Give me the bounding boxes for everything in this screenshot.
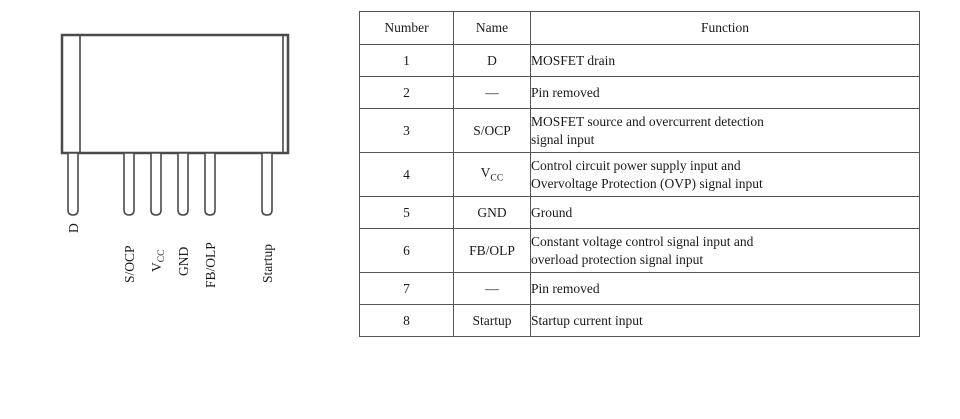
- cell-pin-name: Startup: [453, 304, 531, 337]
- cell-pin-name: S/OCP: [453, 108, 531, 153]
- pin-function-table-container: Number Name Function 1 D MOSFET drain 2 …: [359, 11, 920, 337]
- function-line: Overvoltage Protection (OVP) signal inpu…: [531, 175, 763, 191]
- function-line: Ground: [531, 204, 573, 220]
- pin-leads-group: [67, 152, 273, 216]
- cell-pin-function: MOSFET drain: [530, 44, 920, 77]
- table-row: 8 Startup Startup current input: [359, 304, 920, 337]
- cell-pin-name: FB/OLP: [453, 228, 531, 273]
- cell-pin-function: Pin removed: [530, 76, 920, 109]
- function-line: Pin removed: [531, 280, 600, 296]
- pin-lead-1: [67, 152, 79, 216]
- cell-pin-number: 2: [359, 76, 454, 109]
- ic-package-figure: D S/OCP VCC GND FB/OLP Startup: [0, 0, 340, 330]
- cell-pin-number: 6: [359, 228, 454, 273]
- column-header-name: Name: [453, 11, 531, 45]
- pin-lead-8: [261, 152, 273, 216]
- function-line: overload protection signal input: [531, 251, 704, 267]
- function-line: MOSFET source and overcurrent detection: [531, 114, 764, 130]
- package-outline-svg: D S/OCP VCC GND FB/OLP Startup: [60, 33, 290, 288]
- cell-pin-function: Control circuit power supply input and O…: [530, 152, 920, 197]
- cell-pin-function: Constant voltage control signal input an…: [530, 228, 920, 273]
- cell-pin-name-main: V: [480, 165, 491, 181]
- pin-label-gnd: GND: [176, 247, 191, 276]
- function-line: Constant voltage control signal input an…: [531, 234, 754, 250]
- table-row: 1 D MOSFET drain: [359, 44, 920, 77]
- cell-pin-function: Pin removed: [530, 272, 920, 305]
- table-row: 7 — Pin removed: [359, 272, 920, 305]
- pin-label-startup: Startup: [260, 244, 275, 283]
- pin-lead-6: [204, 152, 216, 216]
- pin-label-vcc: VCC: [149, 250, 167, 272]
- cell-pin-function: MOSFET source and overcurrent detection …: [530, 108, 920, 153]
- table-row: 2 — Pin removed: [359, 76, 920, 109]
- pin-lead-3: [123, 152, 135, 216]
- cell-pin-function: Startup current input: [530, 304, 920, 337]
- table-row: 4 VCC Control circuit power supply input…: [359, 152, 920, 197]
- cell-pin-name: VCC: [453, 152, 531, 197]
- pin-label-d: D: [66, 223, 81, 233]
- table-header-row: Number Name Function: [359, 11, 920, 45]
- function-line: Pin removed: [531, 84, 600, 100]
- cell-pin-number: 8: [359, 304, 454, 337]
- cell-pin-number: 4: [359, 152, 454, 197]
- cell-pin-name: —: [453, 76, 531, 109]
- function-line: Control circuit power supply input and: [531, 158, 741, 174]
- function-line: MOSFET drain: [531, 52, 616, 68]
- svg-text:VCC: VCC: [149, 250, 167, 272]
- pin-label-vcc-main: V: [149, 262, 164, 272]
- cell-pin-name: GND: [453, 196, 531, 229]
- function-line: Startup current input: [531, 312, 643, 328]
- cell-pin-function: Ground: [530, 196, 920, 229]
- pin-label-fbolp: FB/OLP: [203, 242, 218, 288]
- pin-function-table: Number Name Function 1 D MOSFET drain 2 …: [359, 11, 920, 337]
- column-header-number: Number: [359, 11, 454, 45]
- pin-label-vcc-sub: CC: [157, 250, 167, 263]
- cell-pin-number: 7: [359, 272, 454, 305]
- table-row: 6 FB/OLP Constant voltage control signal…: [359, 228, 920, 273]
- table-row: 5 GND Ground: [359, 196, 920, 229]
- cell-pin-number: 3: [359, 108, 454, 153]
- cell-pin-name-subscript: CC: [490, 173, 504, 184]
- cell-pin-name: —: [453, 272, 531, 305]
- pin-lead-4: [150, 152, 162, 216]
- pin-lead-5: [177, 152, 189, 216]
- pin-label-socp: S/OCP: [122, 245, 137, 283]
- package-body-outline: [60, 33, 290, 155]
- cell-pin-name: D: [453, 44, 531, 77]
- column-header-function: Function: [530, 11, 920, 45]
- function-line: signal input: [531, 131, 595, 147]
- cell-pin-number: 5: [359, 196, 454, 229]
- cell-pin-number: 1: [359, 44, 454, 77]
- table-row: 3 S/OCP MOSFET source and overcurrent de…: [359, 108, 920, 153]
